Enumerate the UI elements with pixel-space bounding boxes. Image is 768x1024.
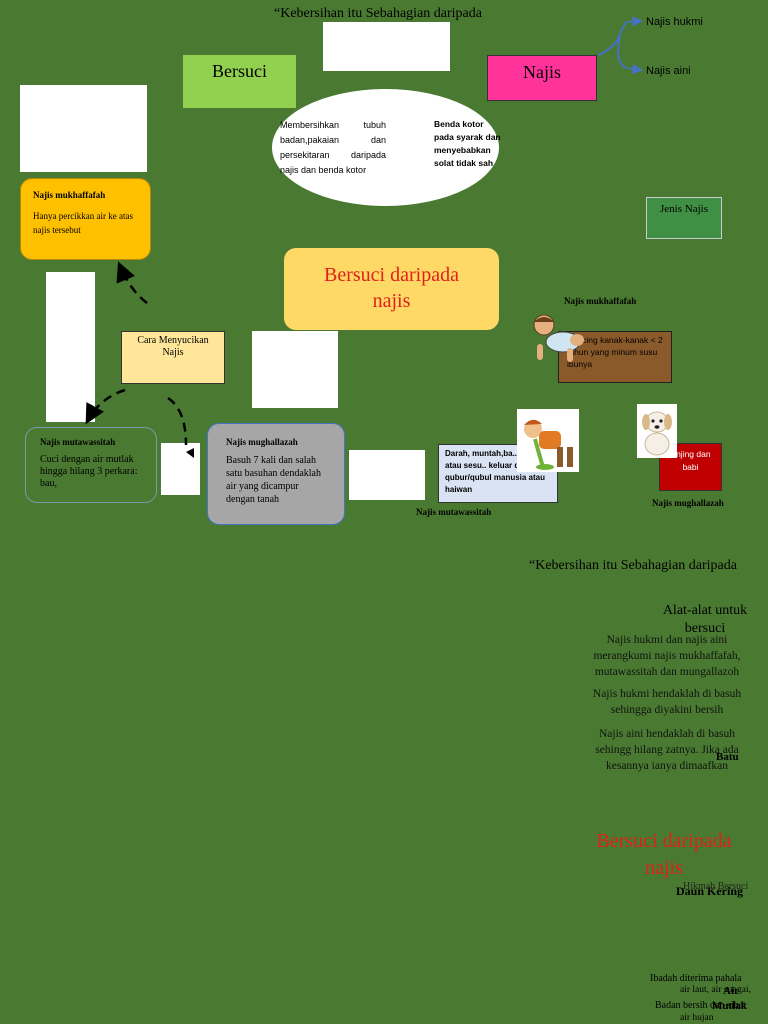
mukhaffafah-box: Najis mukhaffafah Hanya percikkan air ke… bbox=[20, 178, 151, 260]
cara-menyucikan-label: Cara Menyucikan Najis bbox=[121, 331, 225, 384]
daun-kering-label: Daun Kering bbox=[676, 884, 744, 898]
mutawassitah-body: Cuci dengan air mutlak hingga hilang 3 p… bbox=[40, 454, 138, 489]
jenis-najis-label: Jenis Najis bbox=[646, 197, 722, 239]
blank-box-top bbox=[323, 22, 450, 71]
arrow-hukmi bbox=[625, 16, 643, 27]
example-mughallazah-title: Najis mughallazah bbox=[652, 498, 724, 508]
mukhaffafah-title: Najis mukhaffafah bbox=[33, 190, 106, 200]
example-mutawassitah-box: Darah, muntah,ba.. haiwan atau sesu.. ke… bbox=[438, 444, 558, 503]
bottom-line-1: Ibadah diterima pahala bbox=[650, 973, 742, 984]
bottom-line-2: air laut, air sungai, bbox=[680, 985, 751, 995]
bottom-line-6: air hujan bbox=[680, 1013, 714, 1023]
example-mutawassitah-body: Darah, muntah,ba.. haiwan atau sesu.. ke… bbox=[445, 449, 547, 494]
brace-connector bbox=[597, 21, 627, 69]
note-1: Najis hukmi dan najis aini merangkumi na… bbox=[593, 634, 741, 678]
arrow-aini bbox=[625, 63, 643, 75]
batu-label: Batu bbox=[716, 751, 739, 763]
example-mutawassitah-title: Najis mutawassitah bbox=[416, 507, 492, 517]
mughallazah-title: Najis mughallazah bbox=[226, 437, 298, 447]
arrow-to-mukhaffafah bbox=[116, 261, 148, 304]
mutawassitah-box: Najis mutawassitah Cuci dengan air mutla… bbox=[25, 427, 157, 503]
bottom-line-4: Mutlak bbox=[712, 1000, 747, 1012]
example-mukhaffafah-title: Najis mukhaffafah bbox=[564, 296, 637, 306]
example-mukhaffafah-box: Kencing kanak-kanak < 2 tahun yang minum… bbox=[558, 331, 672, 383]
example-mukhaffafah-body: Kencing kanak-kanak < 2 tahun yang minum… bbox=[567, 335, 663, 369]
crawling-child-image bbox=[533, 314, 584, 362]
najis-label: Najis bbox=[487, 55, 597, 101]
bottom-line-5: Badan bersih dan sihat bbox=[655, 1000, 746, 1011]
mutawassitah-title: Najis mutawassitah bbox=[40, 437, 116, 447]
vomiting-boy-image bbox=[517, 409, 579, 472]
center-title: Bersuci daripada najis bbox=[284, 248, 499, 330]
blank-box-mid bbox=[349, 450, 425, 500]
puppy-image bbox=[637, 404, 677, 458]
arrow-to-mughallazah bbox=[167, 396, 188, 446]
definition-oval bbox=[272, 89, 499, 206]
blank-box-left bbox=[20, 85, 147, 172]
najis-aini-label: Najis aini bbox=[646, 65, 691, 77]
bottom-line-3: Air bbox=[723, 985, 739, 997]
bersuci-definition: Membersihkan tubuh badan,pakaian dan per… bbox=[280, 120, 386, 175]
hikmah-label: Hikmah Bersuci bbox=[683, 881, 749, 892]
najis-hukmi-label: Najis hukmi bbox=[646, 16, 703, 28]
arrowhead-mughallazah bbox=[186, 448, 194, 458]
top-quote: “Kebersihan itu Sebahagian daripada bbox=[274, 6, 482, 21]
mukhaffafah-body: Hanya percikkan air ke atas najis terseb… bbox=[33, 211, 133, 235]
arrow-to-mutawassitah bbox=[85, 388, 126, 425]
najis-definition: Benda kotor pada syarak dan menyebabkan … bbox=[434, 119, 501, 168]
blank-box-left-tall bbox=[46, 272, 95, 422]
note-3: Najis aini hendaklah di basuh sehingg hi… bbox=[595, 728, 739, 772]
example-mughallazah-body: Anjing dan babi bbox=[670, 449, 711, 472]
alat-bersuci-title: Alat-alat untuk bersuci bbox=[662, 603, 748, 636]
blank-box-center bbox=[252, 331, 338, 408]
bersuci-label: Bersuci bbox=[183, 55, 296, 108]
mughallazah-box: Najis mughallazah Basuh 7 kali dan salah… bbox=[207, 423, 345, 525]
note-2: Najis hukmi hendaklah di basuh sehingga … bbox=[592, 688, 742, 716]
second-quote: “Kebersihan itu Sebahagian daripada bbox=[529, 558, 737, 573]
mughallazah-body: Basuh 7 kali dan salah satu basuhan dend… bbox=[226, 455, 321, 505]
bottom-title: Bersuci daripada najis bbox=[596, 830, 732, 879]
